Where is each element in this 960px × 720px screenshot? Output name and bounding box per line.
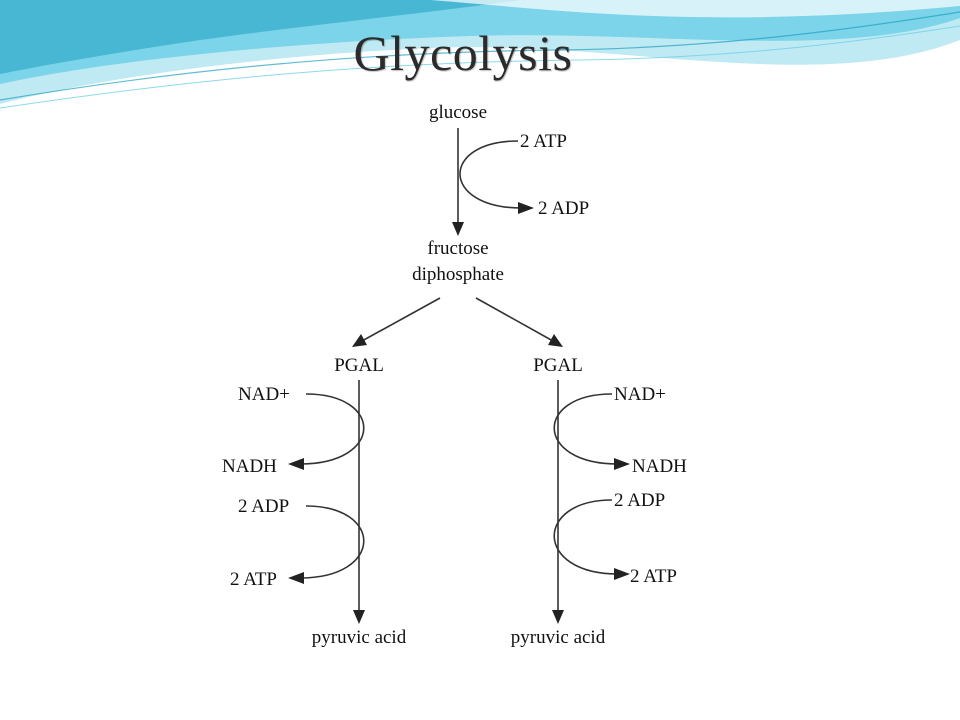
label-adp-right: 2 ADP <box>614 490 665 511</box>
label-atp-right: 2 ATP <box>630 566 677 587</box>
wave-highlight <box>430 0 960 18</box>
label-nadh-left: NADH <box>222 456 277 477</box>
arrowhead-split-left <box>352 334 367 347</box>
arrowhead-left-main <box>353 610 365 624</box>
label-fructose-line1: fructose <box>427 238 488 259</box>
label-atp-in-top: 2 ATP <box>520 131 567 152</box>
label-adp-left: 2 ADP <box>238 496 289 517</box>
curve-adp-left <box>299 505 365 579</box>
label-nad-left: NAD+ <box>238 384 290 405</box>
curve-nad-left <box>299 393 365 465</box>
wave-line-2 <box>0 25 960 109</box>
label-glucose: glucose <box>429 102 487 123</box>
header-wave <box>0 0 960 109</box>
label-pyruvic-left: pyruvic acid <box>312 627 407 648</box>
label-fructose-line2: diphosphate <box>412 264 504 285</box>
label-pyruvic-right: pyruvic acid <box>511 627 606 648</box>
arrowhead-nadh-right <box>614 458 630 470</box>
arrowhead-adp-top <box>518 202 534 214</box>
arrow-split-left <box>361 297 441 342</box>
arrowhead-glucose-to-fructose <box>452 222 464 236</box>
wave-line-1 <box>0 11 960 101</box>
arrowhead-atp-left <box>288 572 304 584</box>
arrowhead-atp-right <box>614 568 630 580</box>
arrowhead-right-main <box>552 610 564 624</box>
curve-adp-right <box>553 499 619 575</box>
label-pgal-right: PGAL <box>533 355 583 376</box>
label-nad-right: NAD+ <box>614 384 666 405</box>
arrow-split-right <box>475 297 554 342</box>
wave-front <box>0 0 520 74</box>
label-pgal-left: PGAL <box>334 355 384 376</box>
label-nadh-right: NADH <box>632 456 687 477</box>
label-adp-out-top: 2 ADP <box>538 198 589 219</box>
curve-nad-right <box>553 393 619 465</box>
curve-atp-adp-top <box>459 140 523 209</box>
arrowhead-split-right <box>548 334 563 347</box>
label-atp-left: 2 ATP <box>230 569 277 590</box>
slide-title: Glycolysis <box>353 25 573 81</box>
arrowhead-nadh-left <box>288 458 304 470</box>
